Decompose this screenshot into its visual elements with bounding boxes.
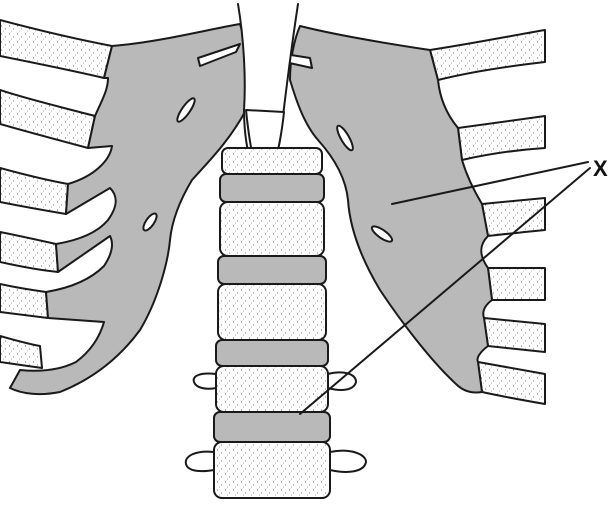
left-rib-4 bbox=[0, 232, 58, 272]
left-rib-5 bbox=[0, 284, 48, 318]
right-rib-2 bbox=[458, 116, 545, 160]
right-rib-5 bbox=[484, 318, 545, 352]
vertebral-column bbox=[186, 148, 366, 498]
vertebral-body bbox=[218, 284, 326, 340]
vertebral-body bbox=[220, 202, 324, 256]
intervertebral-disc bbox=[218, 256, 326, 284]
transverse-process-left bbox=[186, 452, 214, 471]
right-rib-1 bbox=[430, 30, 545, 80]
label-x: X bbox=[593, 156, 608, 181]
intervertebral-disc bbox=[220, 174, 324, 202]
right-rib-3 bbox=[482, 198, 545, 236]
intervertebral-disc bbox=[216, 340, 328, 366]
intervertebral-disc bbox=[214, 412, 330, 442]
transverse-process-right bbox=[330, 451, 366, 472]
vertebral-body bbox=[222, 148, 322, 174]
vertebral-body bbox=[214, 442, 330, 498]
left-rib-6 bbox=[0, 336, 42, 368]
left-rib-2 bbox=[0, 90, 95, 148]
left-rib-1 bbox=[0, 20, 112, 78]
right-rib-4 bbox=[488, 268, 545, 300]
transverse-process-left bbox=[194, 373, 216, 388]
left-rib-3 bbox=[0, 168, 68, 214]
right-rib-6 bbox=[478, 362, 545, 404]
